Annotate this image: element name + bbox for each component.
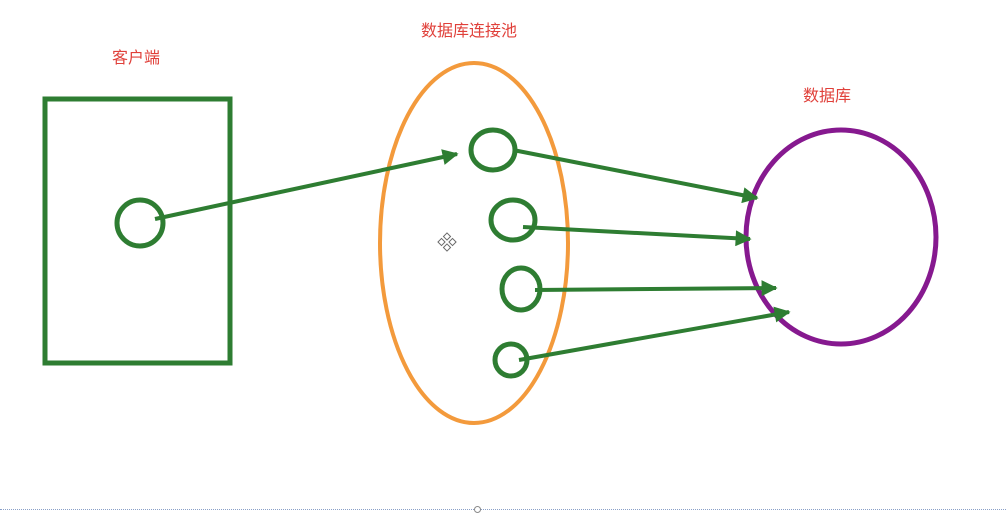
arrow-connection-1-to-db[interactable]: [512, 148, 759, 204]
pool-label: 数据库连接池: [421, 21, 518, 40]
database-label: 数据库: [803, 86, 852, 105]
database-circle[interactable]: [743, 127, 939, 347]
client-label: 客户端: [112, 48, 161, 67]
pool-connection-3[interactable]: [499, 265, 543, 313]
arrow-connection-4-to-db[interactable]: [518, 306, 791, 362]
pool-connection-1[interactable]: [468, 127, 518, 173]
bottom-guide-line: [0, 509, 1006, 510]
guide-handle-icon[interactable]: [474, 506, 481, 513]
arrow-client-to-pool[interactable]: [154, 149, 459, 221]
move-handle-icon[interactable]: [437, 232, 457, 252]
client-box[interactable]: [42, 96, 233, 366]
pool-ellipse[interactable]: [378, 61, 570, 425]
arrow-connection-2-to-db[interactable]: [522, 225, 752, 247]
client-connection[interactable]: [114, 197, 166, 249]
arrow-connection-3-to-db[interactable]: [534, 280, 778, 297]
pool-connection-2[interactable]: [488, 197, 538, 243]
